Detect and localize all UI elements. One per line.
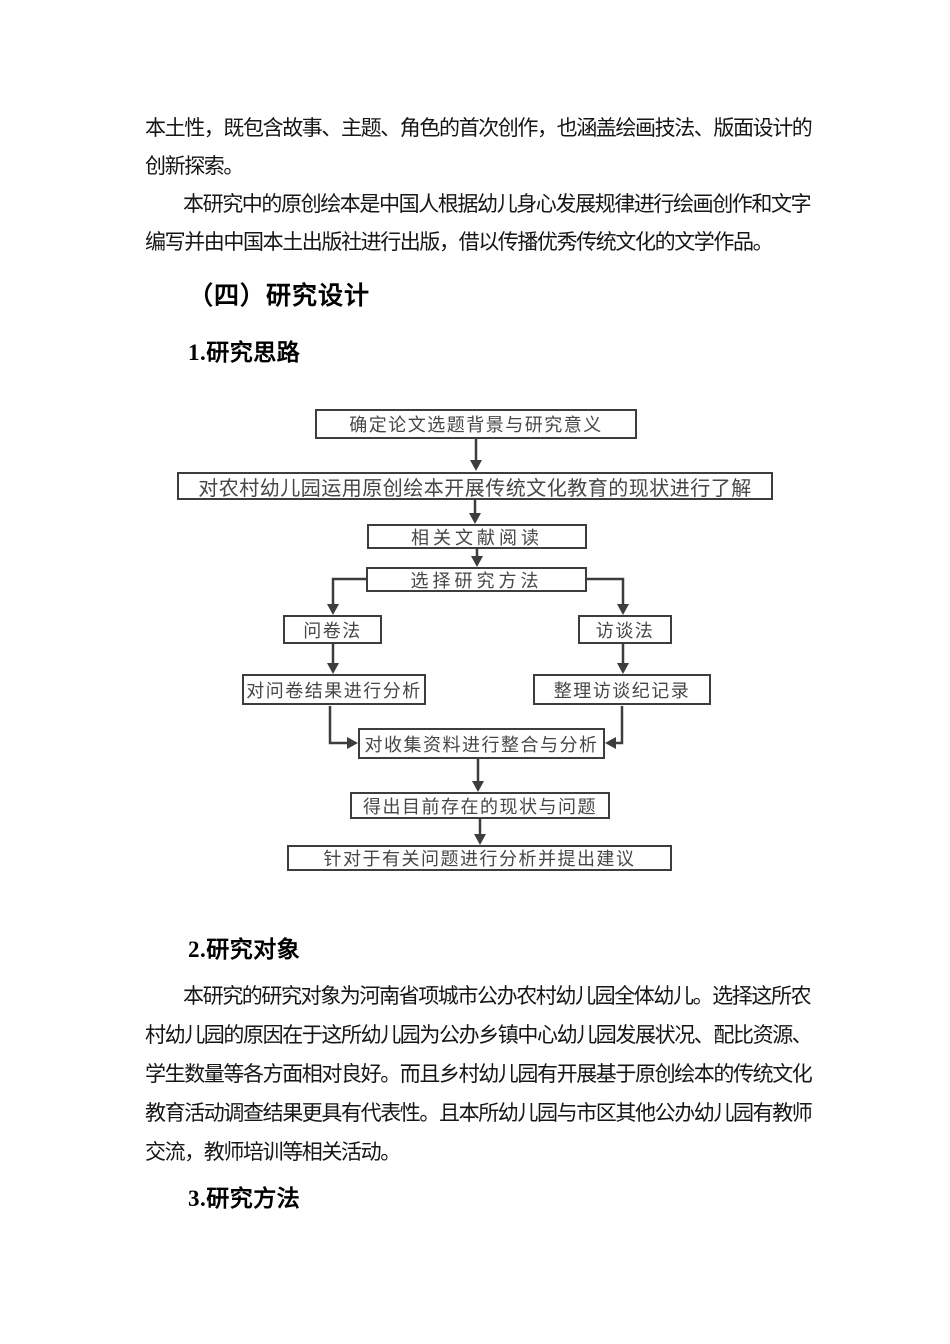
flow-box-choose-method: 选择研究方法 bbox=[366, 567, 587, 592]
arrow-1 bbox=[470, 439, 482, 471]
paragraph-line: 创新探索。 bbox=[145, 154, 244, 178]
paragraph-line: 教育活动调查结果更具有代表性。且本所幼儿园与市区其他公办幼儿园有教师 bbox=[145, 1101, 813, 1125]
arrow-branch-left bbox=[327, 577, 366, 615]
flow-box-current-status: 对农村幼儿园运用原创绘本开展传统文化教育的现状进行了解 bbox=[177, 472, 773, 500]
flow-box-organize-interviews: 整理访谈纪记录 bbox=[533, 674, 711, 705]
arrow-10 bbox=[472, 759, 484, 792]
flow-box-literature-reading: 相关文献阅读 bbox=[367, 524, 587, 549]
arrow-3 bbox=[471, 549, 483, 567]
paragraph-line: 本研究中的原创绘本是中国人根据幼儿身心发展规律进行绘画创作和文字 bbox=[183, 192, 812, 216]
arrow-6 bbox=[327, 644, 339, 674]
flow-box-topic-background: 确定论文选题背景与研究意义 bbox=[315, 409, 637, 439]
paragraph-line: 村幼儿园的原因在于这所幼儿园为公办乡镇中心幼儿园发展状况、配比资源、 bbox=[145, 1023, 813, 1047]
arrow-branch-right bbox=[587, 577, 629, 615]
paragraph-line: 编写并由中国本土出版社进行出版，借以传播优秀传统文化的文学作品。 bbox=[145, 230, 774, 254]
arrow-2 bbox=[469, 500, 481, 524]
flow-box-analyze-questionnaire: 对问卷结果进行分析 bbox=[242, 674, 426, 705]
flow-box-conclude-problems: 得出目前存在的现状与问题 bbox=[350, 792, 610, 819]
flow-box-interview-method: 访谈法 bbox=[578, 615, 672, 644]
arrow-7 bbox=[617, 644, 629, 674]
paragraph-line: 交流，教师培训等相关活动。 bbox=[145, 1140, 401, 1164]
arrow-merge-left bbox=[328, 706, 358, 749]
flow-box-integrate-data: 对收集资料进行整合与分析 bbox=[358, 728, 605, 759]
flow-box-suggestions: 针对于有关问题进行分析并提出建议 bbox=[287, 845, 672, 871]
subheading-research-approach: 1.研究思路 bbox=[188, 340, 301, 365]
arrow-11 bbox=[474, 819, 486, 845]
paragraph-line: 本土性，既包含故事、主题、角色的首次创作，也涵盖绘画技法、版面设计的 bbox=[145, 116, 813, 140]
paragraph-line: 本研究的研究对象为河南省项城市公办农村幼儿园全体幼儿。选择这所农 bbox=[183, 984, 812, 1008]
arrow-merge-right bbox=[605, 706, 624, 749]
paragraph-line: 学生数量等各方面相对良好。而且乡村幼儿园有开展基于原创绘本的传统文化 bbox=[145, 1062, 813, 1086]
section-heading: （四）研究设计 bbox=[188, 283, 371, 310]
subheading-research-methods: 3.研究方法 bbox=[188, 1186, 301, 1211]
subheading-research-subjects: 2.研究对象 bbox=[188, 937, 301, 962]
flow-box-questionnaire-method: 问卷法 bbox=[283, 615, 382, 644]
